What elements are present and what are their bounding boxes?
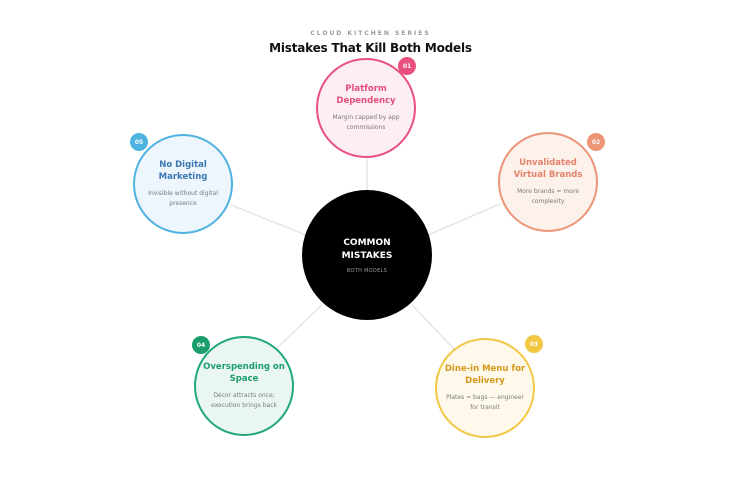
connector-line-05 [230, 204, 307, 236]
number-badge-02: 02 [587, 133, 605, 151]
node-title: Unvalidated Virtual Brands [513, 158, 583, 180]
number-badge-05: 05 [130, 133, 148, 151]
node-description: More brands = more complexity [517, 188, 579, 205]
node-title: No Digital Marketing [158, 160, 208, 182]
series-eyebrow: CLOUD KITCHEN SERIES [310, 30, 431, 37]
node-title: Platform Dependency [336, 84, 396, 106]
center-subtitle: BOTH MODELS [346, 267, 388, 274]
node-no-digital-marketing: No Digital Marketing Invisible without d… [133, 134, 233, 234]
connector-line-03 [411, 304, 456, 351]
node-description: Plates = bags — engineer for transit [446, 394, 524, 411]
connector-line-04 [274, 304, 323, 351]
node-title: Dine-in Menu for Delivery [444, 364, 526, 386]
connector-line-02 [427, 203, 501, 236]
center-title: COMMON MISTAKES [341, 237, 393, 261]
node-overspending-on-space: Overspending on Space Décor attracts onc… [194, 336, 294, 436]
node-platform-dependency: Platform Dependency Margin capped by app… [316, 58, 416, 158]
node-dine-in-menu-for-delivery: Dine-in Menu for Delivery Plates = bags … [435, 338, 535, 438]
center-hub: COMMON MISTAKES BOTH MODELS [302, 190, 432, 320]
number-badge-04: 04 [192, 336, 210, 354]
number-badge-01: 01 [398, 57, 416, 75]
node-description: Décor attracts once; execution brings ba… [211, 392, 277, 409]
node-description: Invisible without digital presence [148, 190, 218, 207]
node-title: Overspending on Space [203, 362, 285, 384]
node-unvalidated-virtual-brands: Unvalidated Virtual Brands More brands =… [498, 132, 598, 232]
diagram-title: Mistakes That Kill Both Models [269, 41, 472, 55]
number-badge-03: 03 [525, 335, 543, 353]
node-description: Margin capped by app commissions [332, 114, 400, 131]
